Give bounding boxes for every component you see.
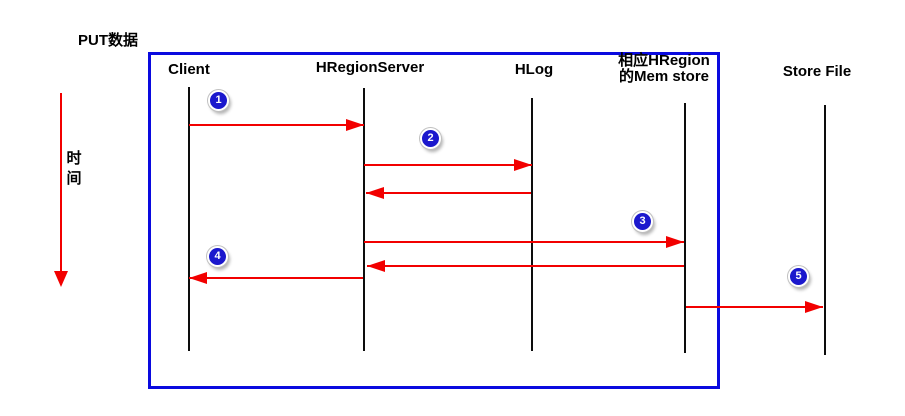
message-arrow-1-client-to-hregionserver — [189, 119, 364, 131]
arrowhead-left-icon — [366, 187, 384, 199]
arrowhead-right-icon — [805, 301, 823, 313]
arrowhead-left-icon — [189, 272, 207, 284]
lifeline-label-memstore-line2: 的Mem store — [618, 68, 710, 85]
return-arrow-hlog-to-hregionserver — [366, 187, 531, 199]
diagram-title: PUT数据 — [78, 32, 139, 49]
step-badge-2: 2 — [420, 128, 441, 149]
time-axis-label: 时 间 — [64, 149, 84, 189]
lifeline-hlog — [531, 98, 533, 351]
lifeline-label-hlog: HLog — [514, 61, 554, 78]
lifeline-client — [188, 87, 190, 351]
step-badge-5: 5 — [788, 266, 809, 287]
lifeline-label-memstore-line1: 相应HRegion — [618, 52, 710, 69]
lifeline-label-hregionserver: HRegionServer — [315, 59, 425, 76]
time-axis-label-char1: 时 — [66, 150, 82, 167]
arrowhead-right-icon — [666, 236, 684, 248]
step-badge-1: 1 — [208, 90, 229, 111]
lifeline-label-storefile: Store File — [782, 63, 852, 80]
message-arrow-4-hregionserver-to-client — [189, 272, 363, 284]
lifeline-label-memstore: 相应HRegion 的Mem store — [604, 53, 724, 85]
lifeline-storefile — [824, 105, 826, 355]
step-badge-4: 4 — [207, 246, 228, 267]
arrowhead-left-icon — [367, 260, 385, 272]
arrowhead-right-icon — [346, 119, 364, 131]
time-axis-line — [60, 93, 62, 273]
time-axis-arrowhead-icon — [54, 271, 68, 287]
lifeline-hregionserver — [363, 88, 365, 351]
return-arrow-memstore-to-hregionserver — [367, 260, 684, 272]
message-arrow-3-hregionserver-to-memstore — [364, 236, 684, 248]
lifeline-memstore — [684, 103, 686, 353]
step-badge-3: 3 — [632, 211, 653, 232]
message-arrow-2-hregionserver-to-hlog — [364, 159, 532, 171]
lifeline-label-client: Client — [168, 61, 210, 78]
message-arrow-5-memstore-to-storefile — [686, 301, 823, 313]
diagram-frame — [148, 52, 720, 389]
arrowhead-right-icon — [514, 159, 532, 171]
time-axis-label-char2: 间 — [66, 170, 82, 187]
